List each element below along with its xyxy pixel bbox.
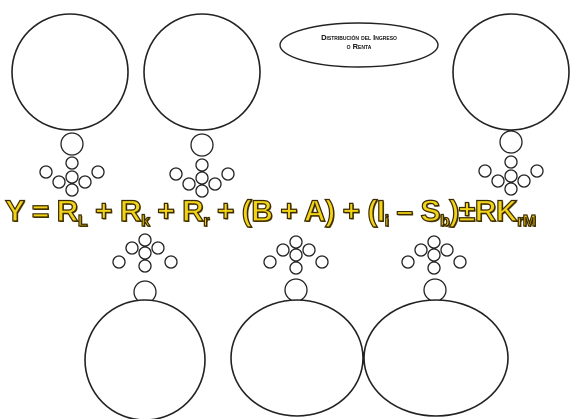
connector-node (504, 155, 518, 169)
eq-term-3: R (182, 194, 205, 228)
connector-node (530, 164, 544, 178)
connector-node-large (60, 132, 84, 156)
connector-group-isb (363, 235, 509, 417)
connector-node (440, 243, 454, 257)
connector-node (289, 261, 303, 275)
eq-term-2-sub: k (140, 212, 150, 230)
connector-node (453, 255, 467, 269)
connector-group-rr (84, 233, 206, 419)
eq-term-2: R (119, 194, 142, 228)
connector-node (112, 255, 126, 269)
connector-node (182, 177, 196, 191)
eq-lhs: Y (4, 194, 25, 228)
connector-node (414, 243, 428, 257)
eq-plus-minus: ± (458, 194, 476, 228)
connector-node (289, 235, 303, 249)
eq-plus-3: + (209, 194, 242, 228)
eq-term-5-open: (I (367, 194, 386, 228)
eq-term-5-sub-1: i (384, 212, 390, 230)
connector-node (91, 165, 105, 179)
income-distribution-equation: Y = RL + Rk + Rr + (B + A) + (Ii – Sb)±R… (4, 194, 573, 231)
connector-node-large (284, 278, 308, 302)
connector-node (151, 241, 165, 255)
connector-group-rkrm (452, 13, 570, 196)
eq-plus-1: + (87, 194, 120, 228)
connector-node (138, 246, 152, 260)
eq-equals: = (23, 194, 57, 228)
connector-node (517, 174, 531, 188)
connector-node (427, 248, 441, 262)
connector-group-rk (143, 13, 261, 198)
blank-circle-bottom-2 (230, 299, 364, 417)
eq-term-6: RK (474, 194, 518, 228)
eq-term-5-sub-2: b (439, 212, 450, 230)
connector-node (289, 248, 303, 262)
connector-node (478, 164, 492, 178)
connector-node (169, 167, 183, 181)
eq-term-5-mid: – S (388, 194, 441, 228)
connector-node (276, 243, 290, 257)
connector-node (138, 259, 152, 273)
title-line-2: o Renta (346, 42, 372, 51)
connector-node (65, 156, 79, 170)
connector-node (427, 261, 441, 275)
diagram-title: Distribución del Ingreso o Renta (284, 33, 434, 51)
eq-term-6-sub: rM (516, 212, 536, 230)
blank-circle-top-2 (143, 13, 261, 131)
eq-term-1-sub: L (77, 212, 88, 230)
blank-circle-top-1 (11, 13, 129, 131)
connector-node (315, 255, 329, 269)
eq-term-1: R (56, 194, 79, 228)
connector-node-large (190, 133, 214, 157)
blank-circle-top-3 (452, 13, 570, 131)
connector-node (65, 183, 79, 197)
connector-node (401, 255, 415, 269)
connector-node (221, 167, 235, 181)
connector-node (491, 174, 505, 188)
blank-circle-bottom-1 (84, 299, 206, 419)
connector-node (302, 243, 316, 257)
connector-node-large (423, 278, 447, 302)
connector-node (164, 255, 178, 269)
connector-node (195, 158, 209, 172)
eq-plus-2: + (149, 194, 183, 228)
connector-node (263, 255, 277, 269)
connector-node (427, 235, 441, 249)
connector-node (125, 241, 139, 255)
title-line-1: Distribución del Ingreso (321, 33, 397, 42)
connector-group-ba (230, 235, 364, 417)
blank-circle-bottom-3 (363, 299, 509, 417)
connector-node (78, 175, 92, 189)
connector-group-rl (11, 13, 129, 197)
connector-node (504, 182, 518, 196)
eq-term-5-close: ) (449, 194, 460, 228)
connector-node (52, 175, 66, 189)
connector-node (195, 171, 209, 185)
connector-node (138, 233, 152, 247)
connector-node (208, 177, 222, 191)
eq-term-3-sub: r (203, 212, 210, 230)
connector-node-large (499, 130, 523, 154)
eq-term-4: (B + A) (241, 194, 336, 228)
title-ellipse (279, 22, 439, 68)
connector-node (39, 165, 53, 179)
connector-node (65, 170, 79, 184)
connector-node (504, 169, 518, 183)
eq-plus-4: + (334, 194, 368, 228)
connector-node (195, 184, 209, 198)
